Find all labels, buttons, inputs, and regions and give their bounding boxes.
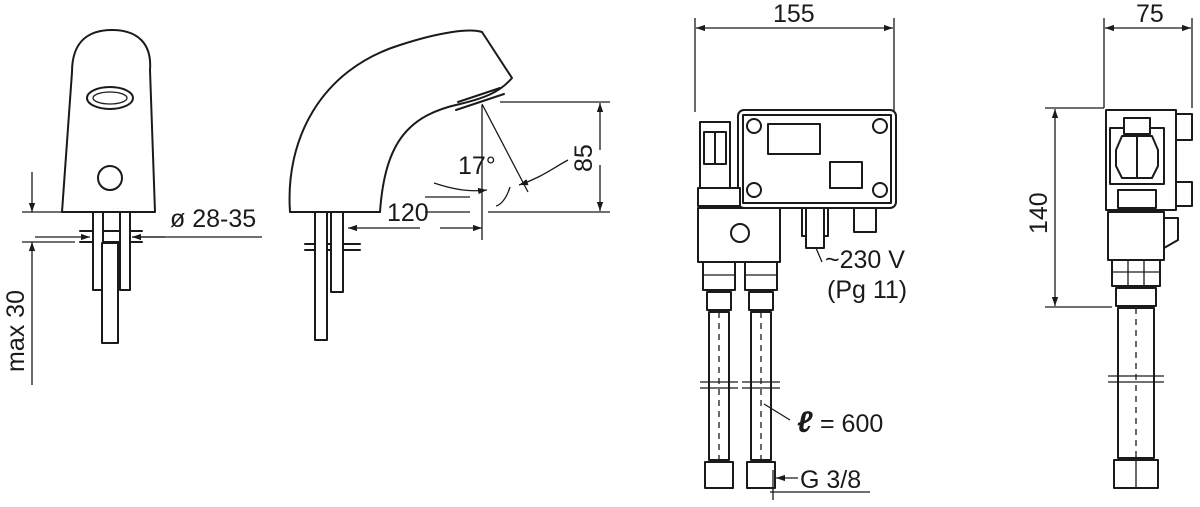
height-label: 85 bbox=[570, 144, 598, 172]
hose-nut bbox=[704, 461, 734, 489]
faucet-body-outline bbox=[61, 29, 156, 213]
width-label: 75 bbox=[1136, 0, 1164, 28]
angle-label: 17° bbox=[458, 152, 496, 180]
hose-length-label: = 600 bbox=[820, 410, 883, 438]
solenoid-valve bbox=[1115, 135, 1159, 179]
label-plate bbox=[829, 161, 863, 189]
hose-nut bbox=[746, 461, 776, 489]
screw-icon bbox=[872, 182, 888, 198]
aerator-outlet bbox=[457, 87, 501, 103]
diameter-label: ø 28-35 bbox=[170, 205, 256, 233]
thread-label: G 3/8 bbox=[800, 466, 861, 494]
hose-connector bbox=[702, 261, 736, 291]
screw-icon bbox=[746, 182, 762, 198]
max-height-label: max 30 bbox=[2, 290, 30, 372]
cable-gland bbox=[853, 207, 877, 233]
valve-manifold bbox=[1107, 211, 1165, 261]
valve-manifold bbox=[697, 207, 781, 263]
supply-pipe bbox=[330, 211, 344, 293]
spout-length-label: 120 bbox=[387, 199, 429, 227]
mounting-stud bbox=[314, 211, 328, 341]
hose-connector bbox=[1111, 259, 1161, 287]
width-label: 155 bbox=[773, 0, 815, 28]
gland-label: (Pg 11) bbox=[827, 276, 907, 304]
mounting-stud bbox=[101, 242, 119, 344]
control-box-side-view: 75 140 bbox=[1025, 0, 1193, 489]
sensor-eye-icon bbox=[97, 165, 123, 191]
screw-icon bbox=[872, 118, 888, 134]
spout-outline bbox=[288, 29, 513, 213]
faucet-side-view: 120 85 17° bbox=[288, 29, 610, 341]
hose-connector bbox=[744, 261, 778, 291]
power-label: ~230 V bbox=[825, 246, 905, 274]
label-plate bbox=[767, 123, 821, 155]
adjust-knob-icon bbox=[730, 223, 750, 243]
height-label: 140 bbox=[1025, 192, 1053, 234]
control-box-front-view: 155 ~230 V (Pg 11) bbox=[694, 0, 907, 500]
length-symbol: ℓ bbox=[797, 406, 813, 439]
faucet-front-view: max 30 ø 28-35 bbox=[2, 29, 262, 385]
supply-pipe bbox=[119, 211, 131, 291]
screw-icon bbox=[746, 118, 762, 134]
sensor-window-icon bbox=[86, 86, 134, 110]
